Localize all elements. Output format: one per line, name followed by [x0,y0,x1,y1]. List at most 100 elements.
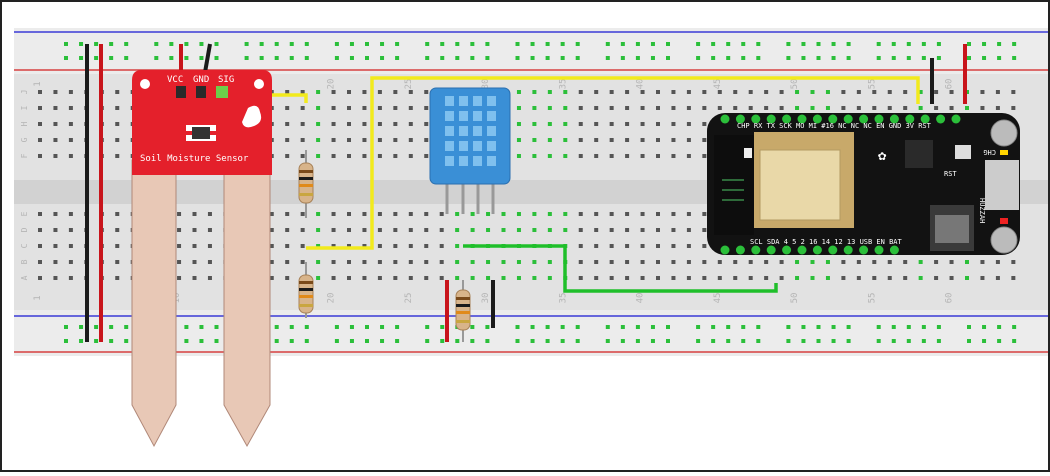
breadboard-hole [285,228,290,232]
breadboard-hole [702,154,707,158]
breadboard-hole [594,276,599,280]
dht-grille-slot [487,141,496,151]
breadboard-hole [424,106,429,110]
breadboard-hole [918,90,923,94]
breadboard-hole [934,276,939,280]
breadboard-hole [841,276,846,280]
pin-label-sig: SIG [218,75,234,85]
breadboard-hole [362,260,367,264]
rail-hole [997,56,1002,60]
breadboard-hole [609,228,614,232]
rail-hole [846,339,851,343]
sensor-prong-right [223,159,271,448]
breadboard-hole [53,228,58,232]
breadboard-hole [656,228,660,232]
breadboard-hole [455,244,460,248]
breadboard-hole [424,228,429,232]
rail-hole [711,325,716,329]
breadboard-hole [856,90,861,94]
rail-hole [967,339,971,343]
breadboard-hole [671,276,676,280]
breadboard-hole [702,138,707,142]
breadboard-hole [316,228,321,232]
rail-hole [711,339,716,343]
breadboard-hole [748,90,753,94]
breadboard-hole [115,106,120,110]
breadboard-hole [439,212,444,216]
breadboard-hole [177,244,182,248]
rail-hole [380,42,385,46]
breadboard-hole [455,228,460,232]
breadboard-hole [795,260,800,264]
rail-hole [756,339,761,343]
rail-hole [1012,42,1017,46]
rail-hole [79,56,84,60]
rail-hole [756,56,761,60]
rail-hole [666,325,670,329]
breadboard-hole [609,90,614,94]
breadboard-hole [393,122,398,126]
breadboard-hole [285,154,290,158]
rail-hole [214,339,219,343]
breadboard-hole [547,154,552,158]
column-number: 50 [790,79,800,90]
breadboard-hole [671,90,676,94]
breadboard-hole [748,276,753,280]
breadboard-hole [424,90,429,94]
rail-hole [650,56,655,60]
breadboard-hole [795,276,800,280]
breadboard-hole [331,260,336,264]
rail-hole [876,325,881,329]
rail-hole [109,325,114,329]
rail-hole [455,56,460,60]
rail-hole [530,56,535,60]
breadboard-hole [795,90,800,94]
breadboard-hole [53,106,58,110]
breadboard-hole [578,154,583,158]
rail-hole [560,325,565,329]
dht-sensor-grille [445,96,496,166]
usb-port [985,160,1019,210]
rail-hole [801,42,806,46]
rail-hole [64,325,68,329]
breadboard-hole [347,106,351,110]
antenna-trace [722,179,744,201]
dht-grille-slot [473,96,482,106]
rail-hole [515,42,520,46]
rail-hole [545,56,550,60]
breadboard-hole [918,106,923,110]
breadboard-hole [362,154,367,158]
breadboard-hole [609,276,614,280]
column-number: 30 [481,293,491,304]
breadboard-hole [640,122,645,126]
breadboard-hole [995,276,1000,280]
rail-hole [846,56,851,60]
breadboard-hole [424,138,429,142]
rail-hole [259,56,264,60]
feather-pin-bottom [797,245,807,255]
breadboard-hole [285,212,290,216]
breadboard-hole [563,154,568,158]
rail-hole [982,325,987,329]
rail-hole [1012,56,1017,60]
rail-hole [560,339,565,343]
rail-hole [485,42,490,46]
column-number: 55 [867,293,877,304]
breadboard-hole [686,90,691,94]
column-number: 30 [481,79,491,90]
breadboard-hole [733,106,738,110]
breadboard-hole [686,138,691,142]
breadboard-hole [455,212,460,216]
breadboard-hole [393,106,398,110]
rail-hole [816,339,821,343]
breadboard-hole [207,228,212,232]
breadboard-hole [563,106,568,110]
breadboard-hole [625,106,630,110]
breadboard-hole [285,138,290,142]
breadboard-hole [362,244,367,248]
rail-hole [289,325,294,329]
feather-pin-bottom [843,245,853,255]
feather-pin-bottom [782,245,792,255]
breadboard-hole [547,260,552,264]
rail-hole [199,325,204,329]
